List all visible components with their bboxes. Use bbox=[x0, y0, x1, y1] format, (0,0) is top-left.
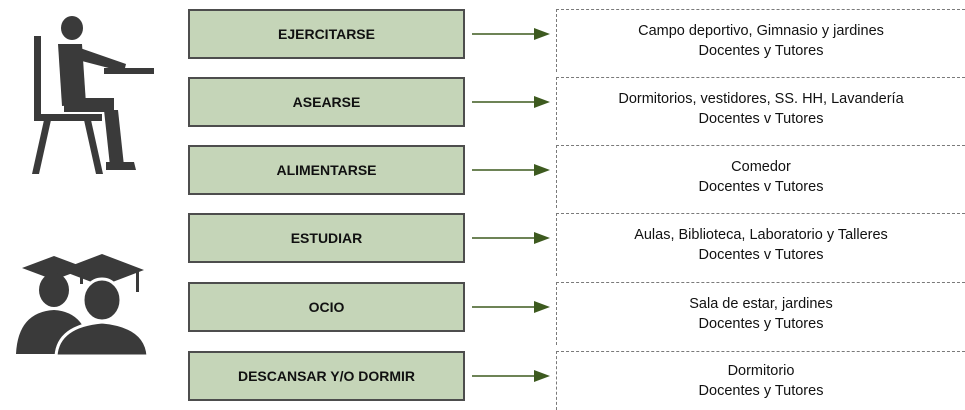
activity-label: ASEARSE bbox=[292, 94, 361, 110]
people-text: Docentes v Tutores bbox=[698, 247, 824, 263]
activity-label: EJERCITARSE bbox=[278, 26, 375, 42]
arrow-right-icon bbox=[472, 370, 550, 382]
place-text: Dormitorio bbox=[727, 363, 795, 379]
activity-box: ALIMENTARSE bbox=[188, 145, 465, 195]
activity-box: EJERCITARSE bbox=[188, 9, 465, 59]
place-box: Dormitorio Docentes y Tutores bbox=[556, 351, 965, 410]
activity-box: ESTUDIAR bbox=[188, 213, 465, 263]
arrow-right-icon bbox=[472, 96, 550, 108]
place-text: Campo deportivo, Gimnasio y jardines bbox=[638, 23, 884, 39]
people-text: Docentes y Tutores bbox=[698, 383, 824, 399]
activity-label: OCIO bbox=[308, 299, 345, 315]
place-box: Sala de estar, jardines Docentes y Tutor… bbox=[556, 282, 965, 345]
graduates-icon bbox=[16, 254, 150, 358]
activity-box: DESCANSAR Y/O DORMIR bbox=[188, 351, 465, 401]
place-text: Comedor bbox=[731, 159, 791, 175]
people-text: Docentes y Tutores bbox=[698, 316, 824, 332]
activity-box: OCIO bbox=[188, 282, 465, 332]
place-text: Sala de estar, jardines bbox=[689, 296, 833, 312]
student-at-desk-icon bbox=[32, 16, 154, 174]
activity-label: ALIMENTARSE bbox=[276, 162, 377, 178]
place-box: Aulas, Biblioteca, Laboratorio y Tallere… bbox=[556, 213, 965, 276]
place-box: Campo deportivo, Gimnasio y jardines Doc… bbox=[556, 9, 965, 72]
arrow-right-icon bbox=[472, 301, 550, 313]
activity-box: ASEARSE bbox=[188, 77, 465, 127]
people-text: Docentes y Tutores bbox=[698, 43, 824, 59]
people-text: Docentes v Tutores bbox=[698, 111, 824, 127]
people-text: Docentes v Tutores bbox=[698, 179, 824, 195]
activity-label: ESTUDIAR bbox=[290, 230, 363, 246]
arrow-right-icon bbox=[472, 232, 550, 244]
place-box: Dormitorios, vestidores, SS. HH, Lavande… bbox=[556, 77, 965, 140]
arrow-right-icon bbox=[472, 28, 550, 40]
place-box: Comedor Docentes v Tutores bbox=[556, 145, 965, 208]
place-text: Aulas, Biblioteca, Laboratorio y Tallere… bbox=[634, 227, 888, 243]
place-text: Dormitorios, vestidores, SS. HH, Lavande… bbox=[618, 91, 904, 107]
arrow-right-icon bbox=[472, 164, 550, 176]
activity-label: DESCANSAR Y/O DORMIR bbox=[237, 368, 416, 384]
